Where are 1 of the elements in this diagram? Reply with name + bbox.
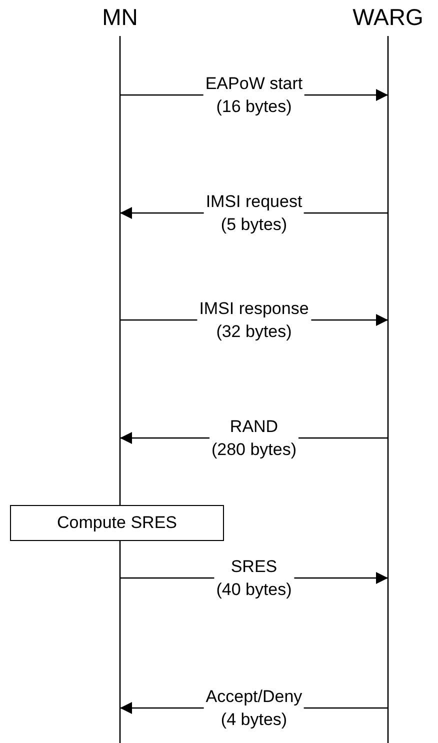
process-box: Compute SRES [10,505,224,541]
